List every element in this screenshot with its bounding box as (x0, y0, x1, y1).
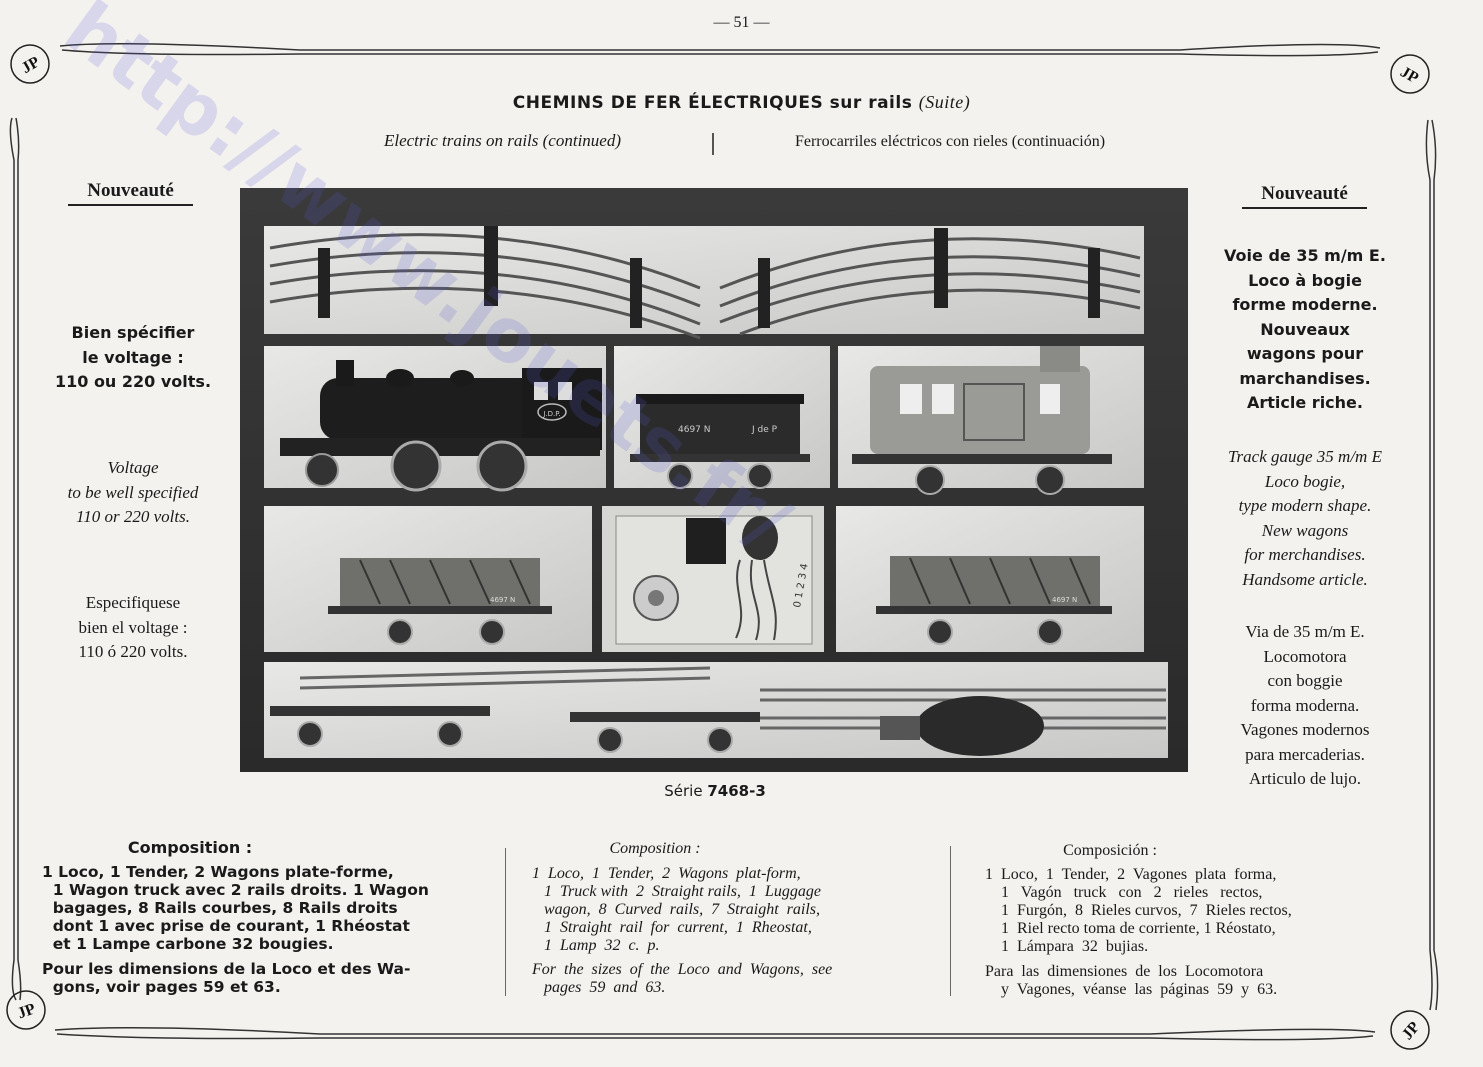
photo-caption: Série 7468-3 (560, 782, 870, 800)
note-line: Loco à bogie (1248, 270, 1362, 290)
svg-text:JP: JP (1397, 63, 1421, 87)
subtitle-separator (712, 133, 714, 155)
composition-french-title: Composition : (127, 838, 253, 857)
page-title-suite: (Suite) (918, 92, 971, 112)
column-divider (950, 846, 951, 996)
compartment-curved-rails (264, 226, 1144, 334)
train-set-photo: J.D.P. 4697 N J de P 4697 N (240, 188, 1188, 772)
note-line: Nouveaux (1260, 319, 1350, 339)
note-line: Article riche. (1247, 393, 1363, 412)
left-note-english: Voltage to be well specified 110 or 220 … (38, 456, 228, 530)
note-line: for merchandises. (1244, 545, 1366, 564)
note-line: forme moderne. (1232, 295, 1378, 314)
composition-french-note: Pour les dimensions de la Loco et des Wa… (42, 960, 411, 996)
note-line: Track gauge 35 m/m E (1228, 447, 1382, 466)
tender-marking-text: J de P (751, 425, 778, 435)
rail-sleepers-right (758, 228, 1100, 328)
loco-plate-text: J.D.P. (542, 410, 560, 418)
monogram-logo-bottom-left: JP (6, 990, 46, 1030)
svg-text:JP: JP (1399, 1019, 1424, 1044)
monogram-logo-bottom-right: JP (1390, 1010, 1430, 1050)
locomotive: J.D.P. (280, 360, 602, 492)
composition-english-body: 1 Loco, 1 Tender, 2 Wagons plat-form, 1 … (532, 865, 821, 954)
note-line: 110 ou 220 volts. (54, 372, 212, 391)
composition-english-title: Composition : (609, 840, 701, 857)
note-line: Handsome article. (1242, 569, 1368, 589)
freight-wagon-right: 4697 N (876, 556, 1112, 645)
nouveaute-badge-right: Nouveauté (1242, 183, 1367, 209)
note-line: Vagones modernos (1240, 720, 1370, 739)
note-line: Locomotora (1263, 646, 1347, 666)
note-line: para mercaderias. (1245, 744, 1365, 764)
flat-wagon-right (570, 712, 760, 753)
carbon-lamp (880, 696, 1044, 756)
column-divider (505, 848, 506, 996)
left-note-spanish: Especifiquese bien el voltage : 110 ó 22… (38, 591, 228, 665)
note-line: 110 or 220 volts. (76, 507, 190, 526)
right-note-spanish: Via de 35 m/m E. Locomotora con boggie f… (1212, 620, 1398, 792)
note-line: 110 ó 220 volts. (78, 642, 188, 661)
svg-text:JP: JP (19, 53, 43, 77)
subtitle-english: Electric trains on rails (continued) (383, 131, 622, 150)
composition-spanish-title: Composición : (1063, 842, 1157, 859)
note-line: Loco bogie, (1264, 471, 1346, 491)
note-line: Via de 35 m/m E. (1245, 622, 1365, 641)
note-line: New wagons (1261, 520, 1349, 540)
note-line: forma moderna. (1250, 695, 1360, 715)
composition-spanish-body: 1 Loco, 1 Tender, 2 Vagones plata forma,… (985, 866, 1292, 955)
page-title: CHEMINS DE FER ÉLECTRIQUES sur rails (Su… (0, 92, 1483, 113)
right-note-english: Track gauge 35 m/m E Loco bogie, type mo… (1212, 445, 1398, 592)
note-line: Voltage (107, 458, 159, 477)
series-number: 7468-3 (707, 782, 766, 800)
caption-prefix: Série (664, 782, 703, 800)
right-note-french: Voie de 35 m/m E. Loco à bogie forme mod… (1212, 244, 1398, 416)
note-line: to be well specified (67, 482, 199, 502)
page-title-main: CHEMINS DE FER ÉLECTRIQUES sur rails (512, 93, 913, 113)
subtitle-spanish: Ferrocarriles eléctricos con rieles (con… (794, 133, 1106, 150)
monogram-logo-top-left: JP (10, 44, 50, 84)
page-number: — 51 — (713, 14, 770, 31)
note-line: type modern shape. (1238, 496, 1372, 515)
note-line: Especifiquese (85, 593, 181, 612)
note-line: Articulo de lujo. (1249, 769, 1361, 788)
monogram-logo-top-right: JP (1390, 54, 1430, 94)
tender-number-text: 4697 N (678, 425, 711, 435)
composition-french-body: 1 Loco, 1 Tender, 2 Wagons plate-forme, … (42, 863, 429, 953)
nouveaute-badge-left: Nouveauté (68, 180, 193, 206)
rail-sleepers-left (318, 226, 642, 328)
composition-english-note: For the sizes of the Loco and Wagons, se… (532, 961, 833, 996)
freight-wagon-left: 4697 N (328, 558, 552, 645)
note-line: wagons pour (1246, 344, 1364, 363)
note-line: con boggie (1267, 671, 1343, 690)
left-note-french: Bien spécifier le voltage : 110 ou 220 v… (38, 321, 228, 395)
flat-wagon-left (270, 706, 490, 747)
composition-spanish-note: Para las dimensiones de los Locomotora y… (985, 963, 1278, 998)
tender: 4697 N J de P (630, 394, 810, 489)
svg-text:JP: JP (15, 1000, 38, 1022)
wagon-left-marking-text: 4697 N (490, 596, 515, 604)
note-line: Voie de 35 m/m E. (1224, 246, 1386, 265)
luggage-wagon (852, 346, 1112, 495)
note-line: le voltage : (82, 347, 184, 367)
rheostat: 0 1 2 3 4 (615, 515, 813, 645)
note-line: Bien spécifier (71, 323, 195, 342)
note-line: marchandises. (1239, 368, 1371, 388)
note-line: bien el voltage : (78, 617, 188, 637)
wagon-right-marking-text: 4697 N (1052, 596, 1077, 604)
